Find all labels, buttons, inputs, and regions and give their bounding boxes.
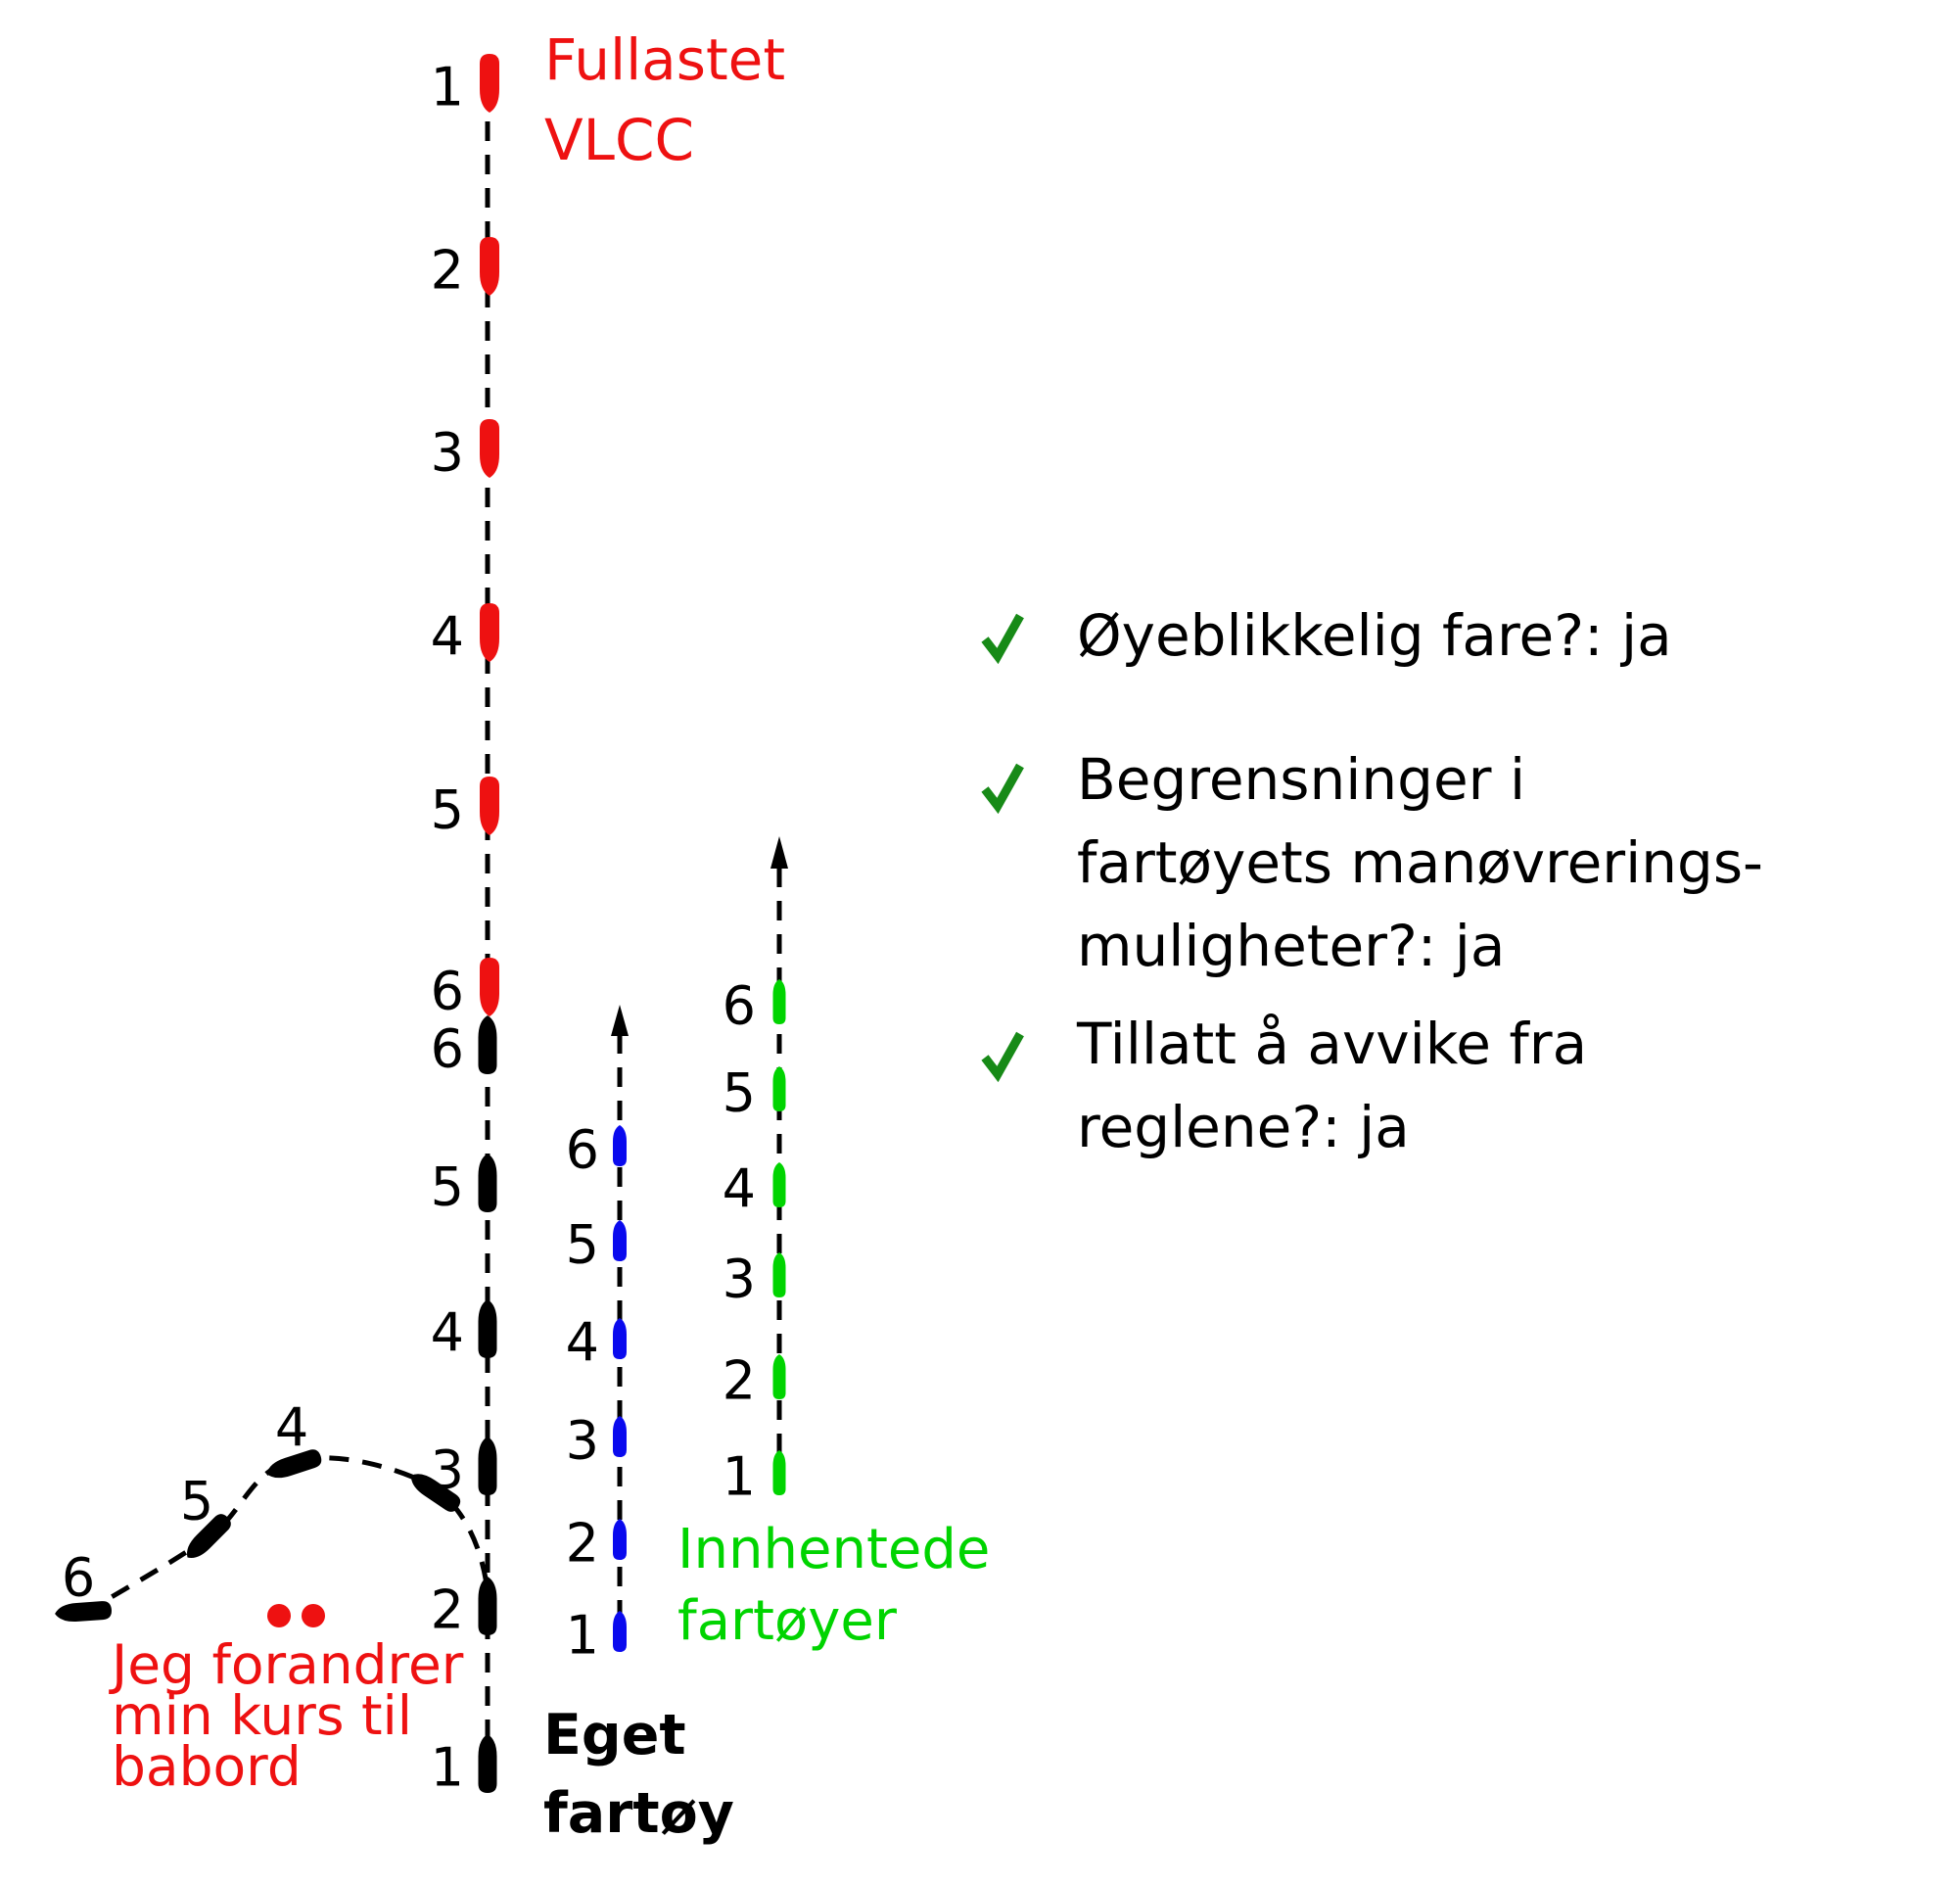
checklist-text-line: muligheter?: ja: [1077, 913, 1506, 979]
own-vessel-actual-track-ship-6: [55, 1601, 112, 1623]
own-vessel-projected-track-position-label-5: 5: [431, 1156, 464, 1218]
signal-text-line: min kurs til: [112, 1684, 413, 1747]
green-overtaken-vessel-track-position-label-3: 3: [723, 1249, 756, 1310]
own-vessel-projected-track-position-label-6: 6: [431, 1018, 464, 1080]
own-vessel-projected-track-ship-5: [478, 1154, 497, 1212]
vlcc-track-ship-6: [480, 958, 499, 1016]
own-vessel-actual-track-ship-4: [410, 1474, 461, 1512]
own-vessel-projected-track-ship-1: [478, 1734, 497, 1793]
own-vessel-projected-track-position-label-4: 4: [431, 1302, 464, 1364]
vlcc-track-position-label-5: 5: [431, 779, 464, 841]
checklist-text: Øyeblikkelig fare?: ja: [1077, 594, 1672, 678]
own-vessel-label: Eget fartøy: [543, 1696, 734, 1853]
signal-text-line: Jeg forandrer: [112, 1633, 464, 1696]
checklist-text: Tillatt å avvike fra reglene?: ja: [1077, 1003, 1587, 1169]
blue-overtaken-vessel-track-position-label-4: 4: [566, 1312, 599, 1374]
vlcc-label-line: Fullastet: [544, 26, 786, 93]
own-vessel-projected-track-ship-3: [478, 1437, 497, 1495]
checkmark-icon: [981, 763, 1024, 814]
own-vessel-actual-track-position-label-6: 6: [62, 1547, 95, 1609]
own-vessel-actual-track-ship-4: [266, 1449, 322, 1479]
checklist-text: Begrensninger i fartøyets manøvrerings-mu…: [1077, 738, 1763, 988]
blue-overtaken-vessel-track-ship-3: [613, 1416, 627, 1457]
own-vessel-actual-track-position-label-5: 5: [180, 1471, 213, 1532]
checkmark-icon: [981, 613, 1024, 664]
blue-overtaken-vessel-track-ship-4: [613, 1318, 627, 1359]
signal-dot-2: [302, 1604, 325, 1627]
vlcc-track-position-label-2: 2: [431, 240, 464, 302]
own-vessel-projected-track-ship-4: [478, 1299, 497, 1358]
own-vessel-projected-track-position-label-2: 2: [431, 1579, 464, 1641]
checklist-text-line: Tillatt å avvike fra: [1077, 1011, 1588, 1077]
checklist-text-line: Begrensninger i: [1077, 746, 1526, 813]
blue-overtaken-vessel-track-position-label-3: 3: [566, 1410, 599, 1472]
checklist-text-line: fartøyets manøvrerings-: [1077, 829, 1763, 896]
green-overtaken-vessel-track-ship-4: [772, 1162, 786, 1207]
green-overtaken-vessel-track-position-label-5: 5: [723, 1062, 756, 1124]
blue-overtaken-vessel-track-ship-2: [613, 1519, 627, 1560]
own-vessel-projected-track-ship-6: [478, 1015, 497, 1074]
vlcc-track-ship-4: [480, 603, 499, 662]
own-vessel-label-line: fartøy: [543, 1781, 734, 1846]
blue-overtaken-vessel-track-ship-6: [613, 1125, 627, 1166]
vlcc-track-ship-1: [480, 54, 499, 113]
blue-overtaken-vessel-track-position-label-2: 2: [566, 1513, 599, 1575]
overtaken-vessels-label: Innhentede fartøyer: [677, 1514, 990, 1657]
green-overtaken-vessel-track-position-label-1: 1: [723, 1446, 756, 1508]
green-overtaken-vessel-track-ship-1: [772, 1450, 786, 1495]
overtaken-vessels-label-line: fartøyer: [677, 1589, 897, 1653]
own-vessel-projected-track-position-label-1: 1: [431, 1737, 464, 1799]
green-overtaken-track-arrowhead: [770, 836, 788, 869]
vlcc-track-ship-5: [480, 777, 499, 835]
vlcc-label-line: VLCC: [544, 107, 694, 173]
checklist-text-line: reglene?: ja: [1077, 1094, 1410, 1160]
checklist-item-deviate-from-rules: Tillatt å avvike fra reglene?: ja: [979, 1003, 1587, 1169]
vlcc-track-ship-3: [480, 419, 499, 478]
blue-overtaken-vessel-track-position-label-5: 5: [566, 1214, 599, 1276]
green-overtaken-vessel-track-position-label-2: 2: [723, 1350, 756, 1412]
blue-overtaken-vessel-track-ship-1: [613, 1611, 627, 1652]
vlcc-track-position-label-6: 6: [431, 961, 464, 1022]
blue-overtaken-vessel-track-ship-5: [613, 1220, 627, 1261]
checklist-text-line: Øyeblikkelig fare?: ja: [1077, 602, 1672, 669]
signal-dot-1: [267, 1604, 291, 1627]
checklist-item-immediate-danger: Øyeblikkelig fare?: ja: [979, 594, 1672, 678]
checkmark-icon: [981, 1031, 1024, 1082]
vlcc-track-position-label-4: 4: [431, 606, 464, 668]
green-overtaken-vessel-track-ship-2: [772, 1354, 786, 1399]
checklist-item-maneuver-limitations: Begrensninger i fartøyets manøvrerings-mu…: [979, 738, 1763, 988]
green-overtaken-vessel-track-ship-6: [772, 979, 786, 1024]
own-vessel-actual-track-position-label-4: 4: [275, 1397, 308, 1459]
own-vessel-label-line: Eget: [543, 1703, 686, 1767]
overtaken-vessels-label-line: Innhentede: [677, 1518, 991, 1581]
own-vessel-actual-track-ship-5: [187, 1514, 231, 1558]
own-vessel-projected-track-ship-2: [478, 1577, 497, 1635]
blue-overtaken-track-arrowhead: [611, 1005, 629, 1036]
green-overtaken-vessel-track-ship-3: [772, 1252, 786, 1297]
blue-overtaken-vessel-track-position-label-1: 1: [566, 1605, 599, 1667]
vlcc-track-ship-2: [480, 237, 499, 296]
vlcc-track-position-label-3: 3: [431, 422, 464, 484]
green-overtaken-vessel-track-position-label-4: 4: [723, 1158, 756, 1220]
green-overtaken-vessel-track-ship-5: [772, 1066, 786, 1111]
vlcc-track-position-label-1: 1: [431, 57, 464, 118]
green-overtaken-vessel-track-position-label-6: 6: [723, 975, 756, 1037]
blue-overtaken-vessel-track-position-label-6: 6: [566, 1119, 599, 1181]
signal-text-line: babord: [112, 1735, 302, 1798]
